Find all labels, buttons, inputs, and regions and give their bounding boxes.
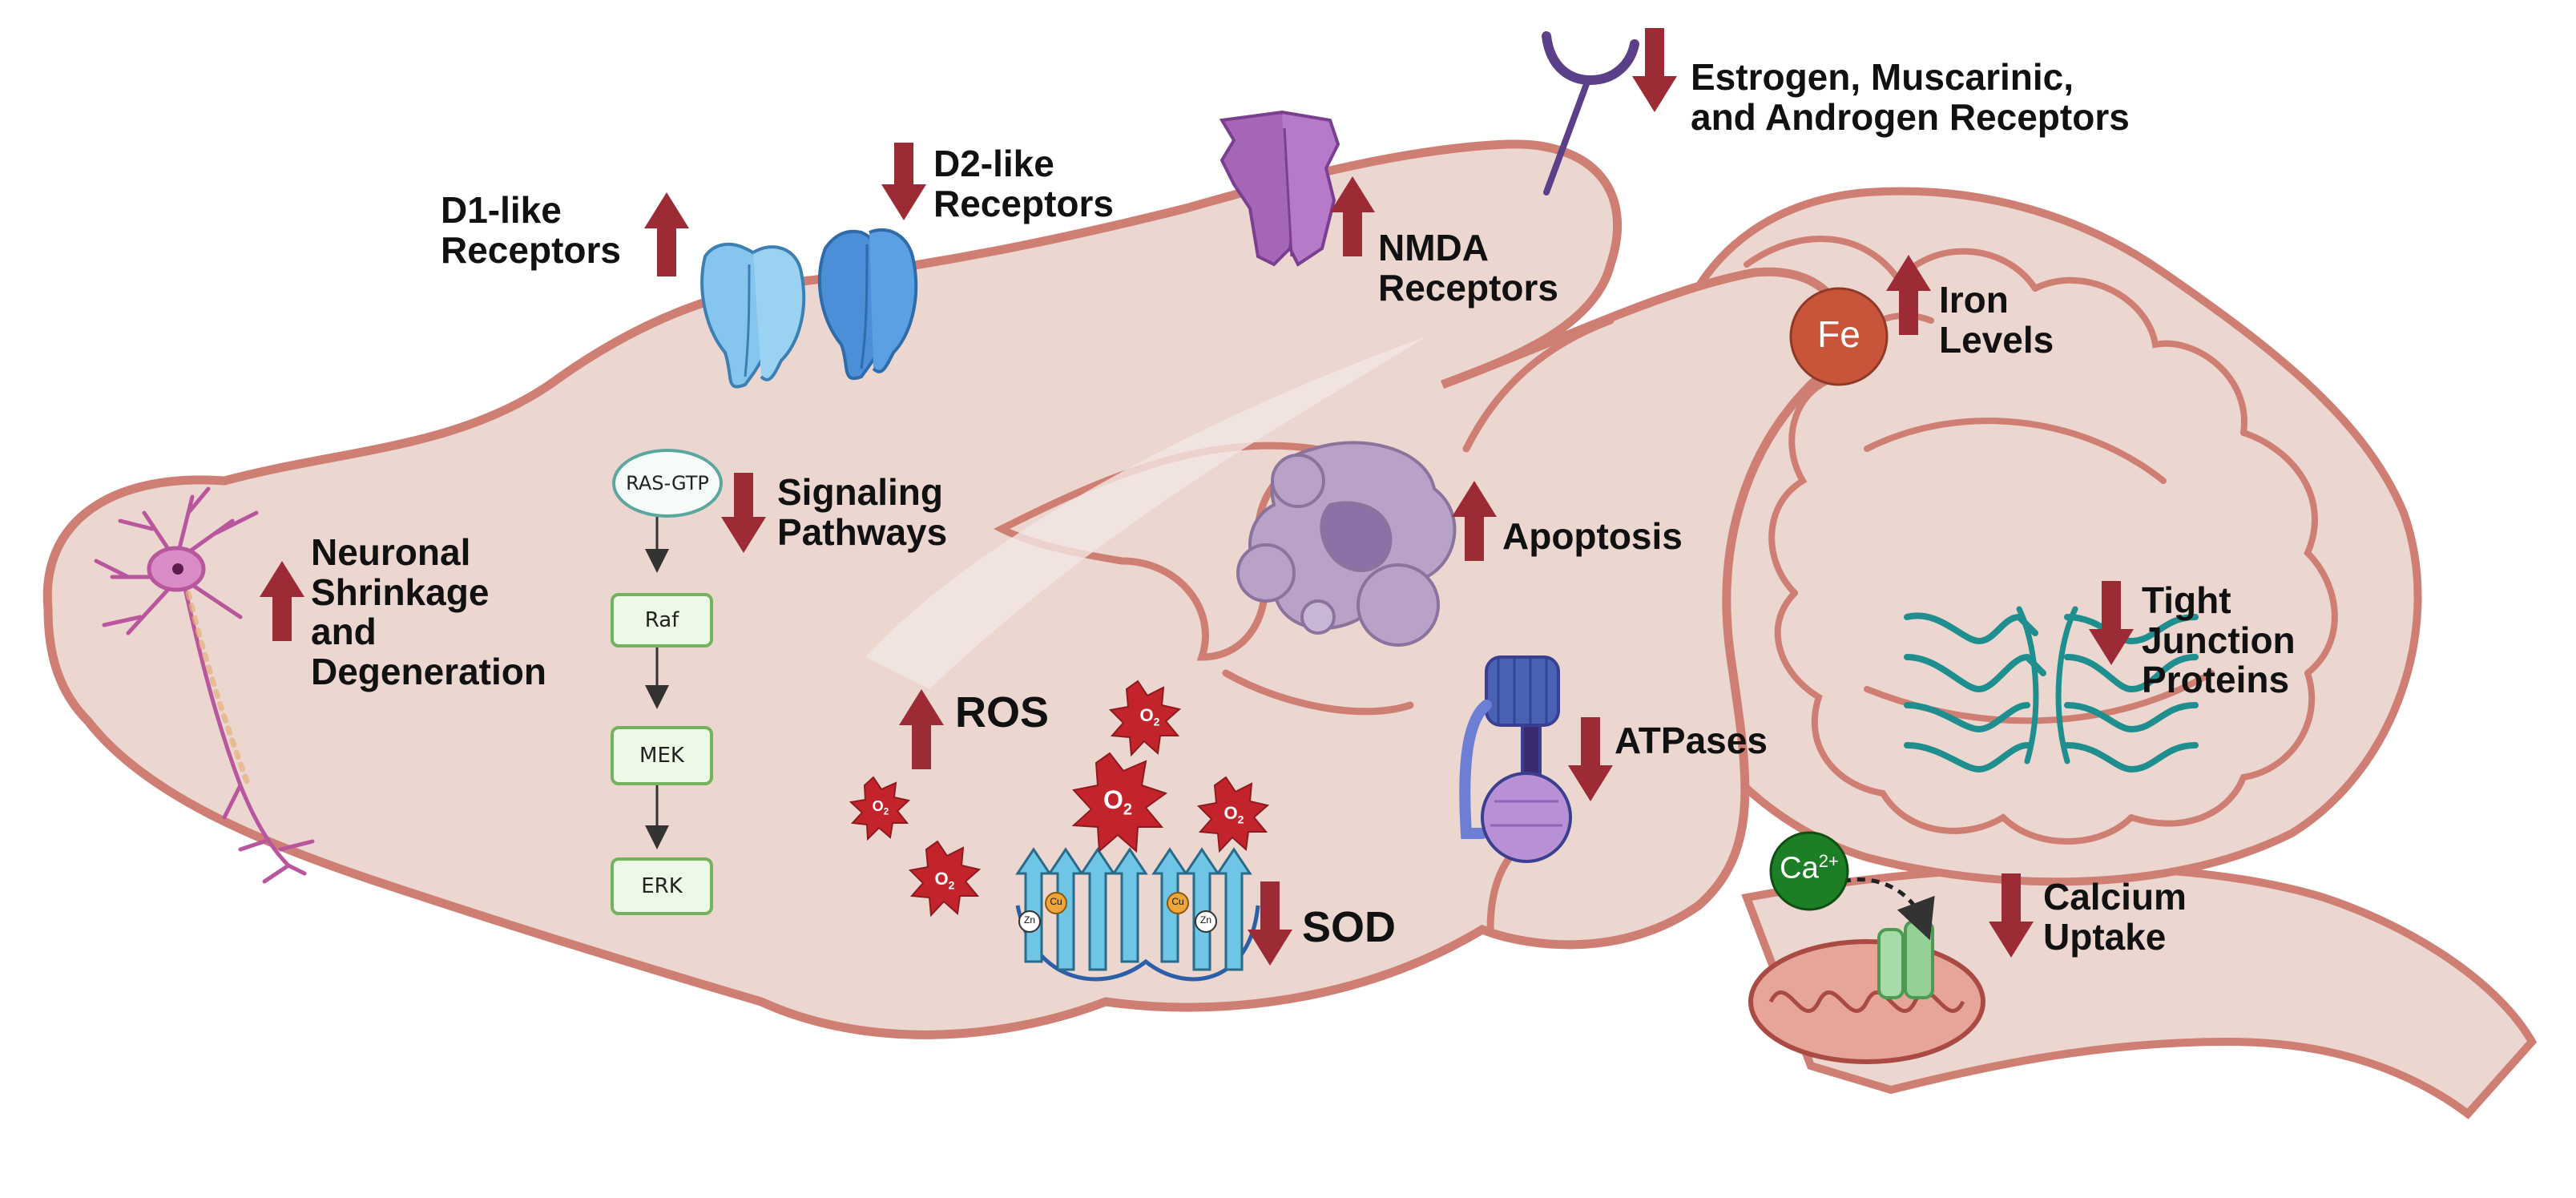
pathway-ras-gtp: RAS-GTP: [612, 449, 723, 518]
d2-receptor-icon: [817, 228, 918, 381]
label-d1-line1: D1-like: [441, 189, 562, 231]
arrow-sod-down: [1248, 881, 1292, 966]
pathway-raf-label: Raf: [644, 608, 679, 632]
ca-badge-label: Ca2+: [1780, 851, 1839, 885]
ros-burst-5: [908, 840, 982, 918]
label-estrogen: Estrogen, Muscarinic, and Androgen Recep…: [1691, 56, 2130, 138]
arrow-tight-down: [2089, 581, 2134, 665]
nmda-receptor-icon: [1219, 110, 1340, 267]
label-signaling-line2: Pathways: [777, 510, 948, 553]
cu-label-2: Cu: [1171, 896, 1184, 907]
o2-label-1: O2: [1139, 705, 1160, 728]
mitochondrion-icon: [1748, 920, 1985, 1064]
arrow-iron-up: [1886, 255, 1931, 335]
estrogen-receptor-icon: [1542, 31, 1639, 196]
neuron-icon: [94, 486, 315, 884]
label-iron: Iron Levels: [1939, 280, 2054, 360]
o2-label-4: O2: [872, 798, 889, 817]
zn-label-2: Zn: [1199, 914, 1211, 926]
label-apoptosis: Apoptosis: [1502, 515, 1683, 557]
label-nmda: NMDA Receptors: [1378, 228, 1558, 308]
label-iron-line2: Levels: [1939, 318, 2054, 361]
o2-label-2: O2: [1103, 785, 1132, 819]
label-tight-line3: Proteins: [2142, 659, 2290, 701]
tight-junction-icon: [1904, 606, 2199, 773]
label-calcium-line1: Calcium: [2043, 876, 2187, 918]
arrow-nmda-up: [1330, 176, 1375, 256]
label-calcium-line2: Uptake: [2043, 915, 2167, 958]
arrow-d2-down: [881, 143, 926, 220]
d1-receptor-icon: [700, 242, 806, 389]
apoptosis-cell-icon: [1236, 441, 1457, 647]
calcium-flow-arrow: [1842, 877, 1935, 941]
ros-burst-1: [1108, 680, 1182, 757]
label-neuronal-line3: and: [311, 611, 377, 653]
indicator-arrows: [260, 28, 2134, 966]
label-iron-line1: Iron: [1939, 279, 2009, 321]
label-d2-line2: Receptors: [933, 182, 1114, 224]
arrow-calcium-down: [1989, 873, 2034, 958]
ros-burst-2: [1071, 752, 1168, 853]
label-d2-line1: D2-like: [933, 143, 1054, 184]
atpase-icon: [1459, 655, 1572, 863]
highlight-streak: [865, 337, 1426, 689]
label-tight-line1: Tight: [2142, 579, 2231, 621]
pathway-erk-label: ERK: [641, 874, 683, 898]
arrow-estrogen-down: [1632, 28, 1677, 112]
arrow-apoptosis-up: [1452, 481, 1497, 561]
label-tight: Tight Junction Proteins: [2142, 579, 2296, 701]
cu-label-1: Cu: [1050, 896, 1062, 907]
label-neuronal-line4: Degeneration: [311, 651, 546, 693]
arrow-neuronal-up: [260, 561, 304, 641]
o2-label-3: O2: [1223, 803, 1244, 826]
label-d1: D1-like Receptors: [441, 189, 621, 271]
label-estrogen-line2: and Androgen Receptors: [1691, 95, 2130, 138]
label-nmda-line2: Receptors: [1378, 266, 1558, 309]
label-signaling-line1: Signaling: [777, 471, 943, 513]
pathway-raf: Raf: [611, 593, 713, 647]
label-estrogen-line1: Estrogen, Muscarinic,: [1691, 56, 2074, 98]
label-sod: SOD: [1302, 903, 1397, 951]
label-d2: D2-like Receptors: [933, 143, 1114, 224]
label-neuronal-line1: Neuronal: [311, 531, 471, 573]
label-ros: ROS: [955, 688, 1050, 736]
calcium-ion-icon: [1769, 831, 1849, 911]
arrow-signaling-down: [721, 473, 766, 553]
label-calcium: Calcium Uptake: [2043, 877, 2187, 957]
label-neuronal: Neuronal Shrinkage and Degeneration: [311, 531, 546, 693]
zn-label-1: Zn: [1023, 914, 1035, 926]
ros-burst-icons: [849, 680, 1270, 918]
label-nmda-line1: NMDA: [1378, 227, 1489, 268]
ros-burst-4: [849, 776, 911, 841]
iron-icon: [1789, 287, 1889, 386]
sod-enzyme-icon: [1015, 847, 1260, 982]
pathway-erk: ERK: [611, 857, 713, 915]
o2-label-5: O2: [934, 869, 955, 892]
label-signaling: Signaling Pathways: [777, 471, 948, 553]
arrow-atpases-down: [1568, 717, 1613, 801]
ros-burst-3: [1196, 776, 1270, 853]
pathway-mek: MEK: [611, 726, 713, 785]
label-tight-line2: Junction: [2142, 619, 2296, 661]
label-atpases: ATPases: [1615, 720, 1768, 761]
label-neuronal-line2: Shrinkage: [311, 571, 490, 613]
label-d1-line2: Receptors: [441, 228, 621, 271]
pathway-ras-gtp-label: RAS-GTP: [626, 472, 709, 494]
fe-badge-label: Fe: [1817, 313, 1860, 355]
arrow-ros-up: [899, 689, 944, 769]
arrow-d1-up: [644, 192, 689, 276]
pathway-mek-label: MEK: [639, 744, 684, 768]
